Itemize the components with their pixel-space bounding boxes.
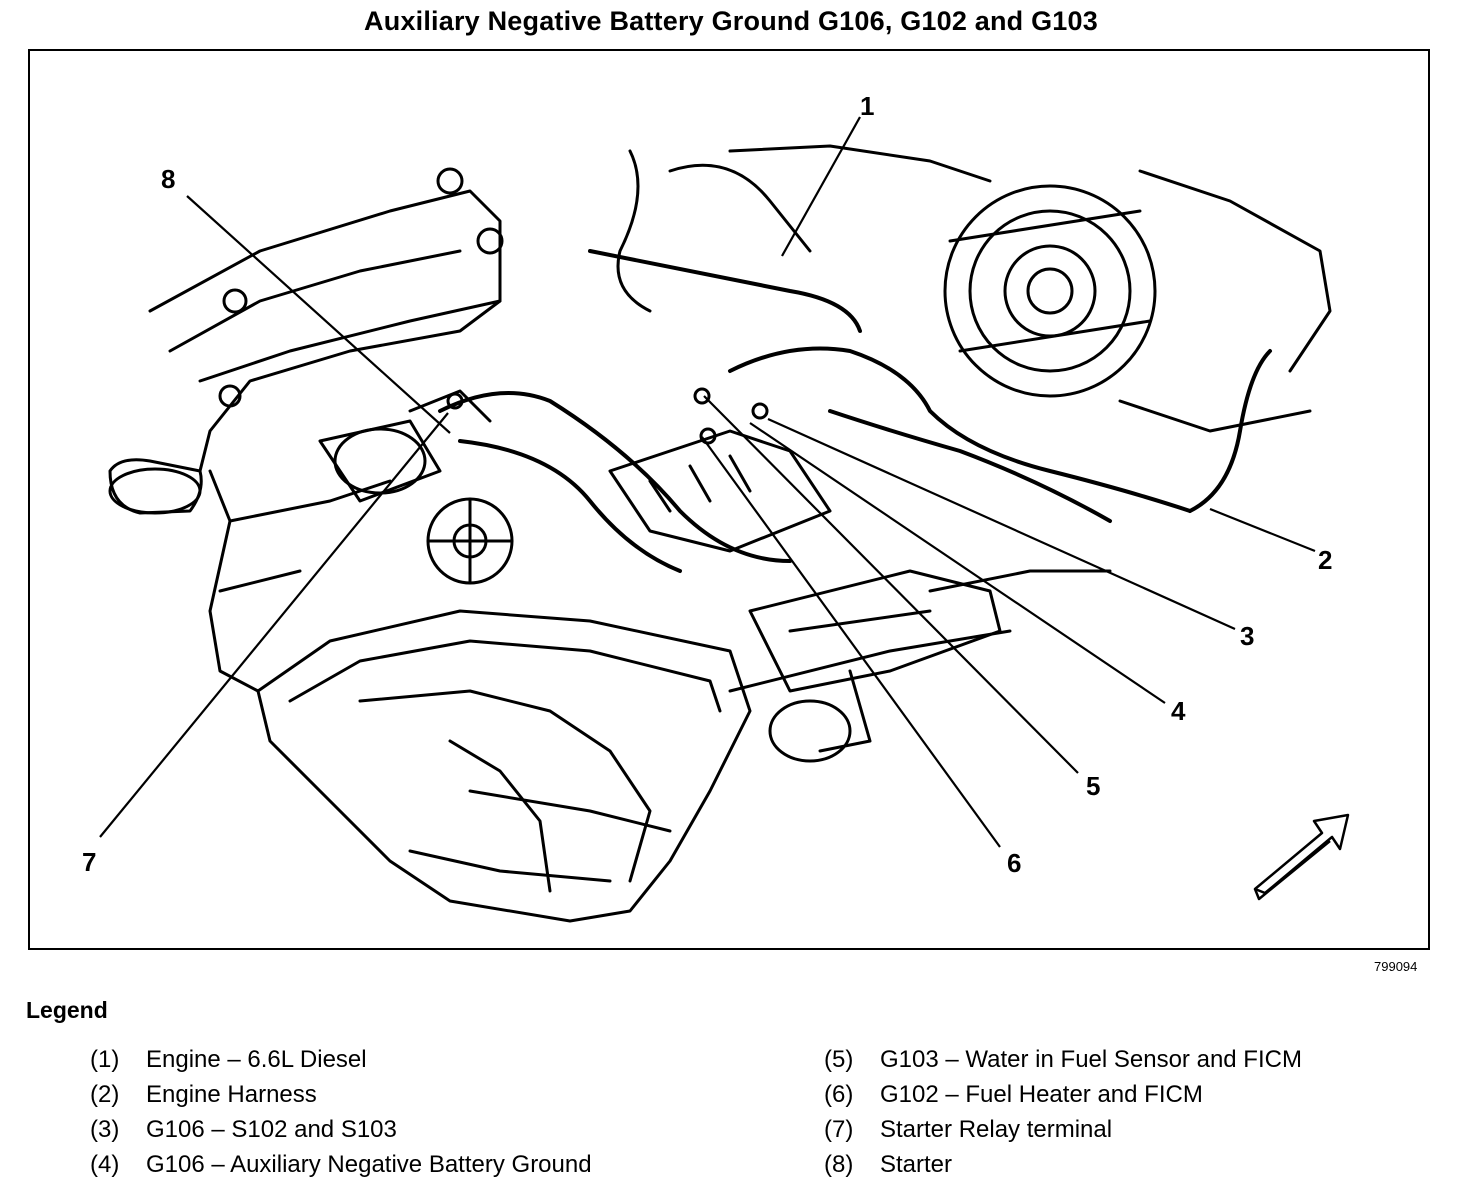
callout-3: 3 — [1240, 621, 1255, 651]
legend-text: Starter — [880, 1151, 953, 1178]
legend-number: (6) — [824, 1081, 854, 1108]
legend-number: (3) — [90, 1116, 120, 1143]
oil-pan — [256, 609, 752, 923]
legend-item-6: (6) G102 – Fuel Heater and FICM — [824, 1081, 1203, 1109]
callout-2: 2 — [1318, 545, 1333, 575]
figure-id: 799094 — [1374, 959, 1418, 974]
legend-number: (1) — [90, 1046, 120, 1073]
engine-illustration-frame: 1 2 3 4 5 6 7 8 — [28, 49, 1430, 950]
starter-body — [318, 389, 492, 503]
legend-item-7: (7) Starter Relay terminal — [824, 1116, 1112, 1144]
callout-8: 8 — [161, 164, 176, 194]
legend-text: G102 – Fuel Heater and FICM — [880, 1081, 1203, 1108]
legend-number: (5) — [824, 1046, 854, 1073]
legend-item-8: (8) Starter — [824, 1151, 952, 1179]
callout-6: 6 — [1007, 848, 1022, 878]
legend-text: G106 – S102 and S103 — [146, 1116, 397, 1143]
callout-1: 1 — [860, 91, 875, 121]
legend-text: G106 – Auxiliary Negative Battery Ground — [146, 1151, 592, 1178]
legend-text: G103 – Water in Fuel Sensor and FICM — [880, 1046, 1302, 1073]
engine-block — [108, 167, 504, 693]
front-pulley — [943, 184, 1157, 398]
legend-item-5: (5) G103 – Water in Fuel Sensor and FICM — [824, 1046, 1302, 1074]
legend-item-3: (3) G106 – S102 and S103 — [90, 1116, 397, 1144]
legend-item-1: (1) Engine – 6.6L Diesel — [90, 1046, 367, 1074]
legend-text: Engine Harness — [146, 1081, 317, 1108]
harness — [438, 249, 1272, 573]
legend-number: (2) — [90, 1081, 120, 1108]
legend-item-2: (2) Engine Harness — [90, 1081, 317, 1109]
callout-5: 5 — [1086, 771, 1101, 801]
callout-7: 7 — [82, 847, 97, 877]
legend-text: Engine – 6.6L Diesel — [146, 1046, 367, 1073]
legend-number: (7) — [824, 1116, 854, 1143]
legend-item-4: (4) G106 – Auxiliary Negative Battery Gro… — [90, 1151, 592, 1179]
engine-illustration — [99, 116, 1350, 923]
legend-heading: Legend — [26, 997, 108, 1023]
diagram-title: Auxiliary Negative Battery Ground G106, … — [364, 6, 1098, 36]
callout-4: 4 — [1171, 696, 1186, 726]
legend-number: (8) — [824, 1151, 854, 1178]
front-direction-arrow-icon — [1253, 813, 1350, 901]
legend-text: Starter Relay terminal — [880, 1116, 1113, 1143]
legend-number: (4) — [90, 1151, 120, 1178]
